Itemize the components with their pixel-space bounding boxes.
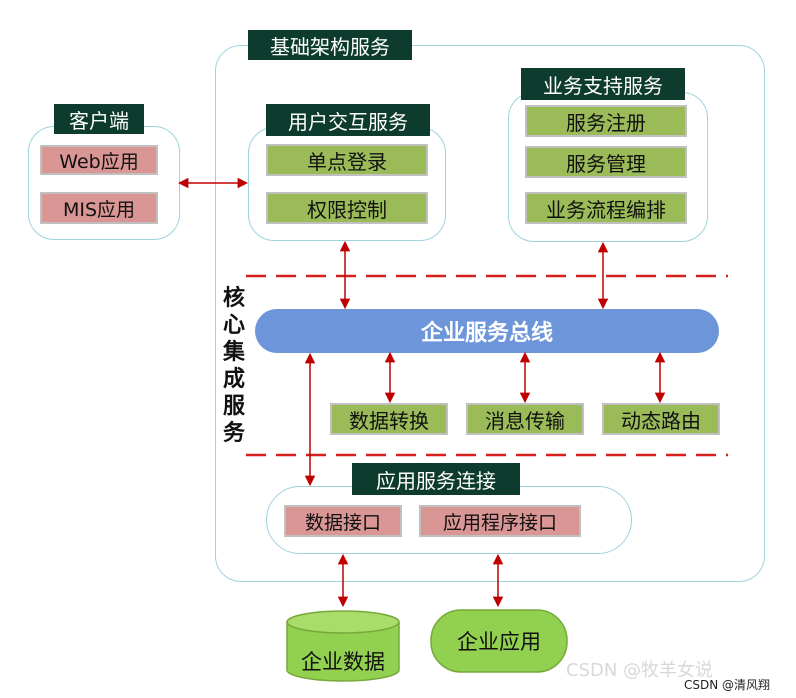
enterprise-app-label: 企业应用	[457, 630, 541, 654]
app-connection-title: 应用服务连接	[352, 463, 520, 495]
user-interaction-item-access: 权限控制	[266, 192, 428, 224]
enterprise-service-bus: 企业服务总线	[255, 309, 719, 353]
bus-service-routing: 动态路由	[602, 403, 720, 435]
bus-service-messaging: 消息传输	[466, 403, 584, 435]
business-support-item-manage: 服务管理	[525, 146, 687, 178]
business-support-item-register: 服务注册	[525, 105, 687, 137]
app-connection-item-data-interface: 数据接口	[284, 505, 402, 537]
infra-container	[215, 45, 765, 582]
user-interaction-title: 用户交互服务	[266, 104, 430, 136]
enterprise-app-shape	[430, 609, 568, 673]
business-support-item-orchestration: 业务流程编排	[525, 192, 687, 224]
watermark-faint: CSDN @牧羊女说	[566, 660, 714, 681]
business-support-title: 业务支持服务	[521, 68, 685, 100]
client-title: 客户端	[54, 104, 144, 134]
watermark-small: CSDN @清风翔	[684, 678, 771, 692]
bus-service-transform: 数据转换	[330, 403, 448, 435]
infra-title: 基础架构服务	[248, 30, 412, 60]
client-item-web: Web应用	[40, 145, 158, 175]
user-interaction-item-sso: 单点登录	[266, 144, 428, 176]
database-cylinder-icon	[286, 610, 400, 682]
app-connection-item-app-interface: 应用程序接口	[419, 505, 581, 537]
core-integration-label: 核 心 集 成 服 务	[222, 286, 245, 446]
client-item-mis: MIS应用	[40, 192, 158, 224]
enterprise-data-label: 企业数据	[301, 650, 385, 674]
